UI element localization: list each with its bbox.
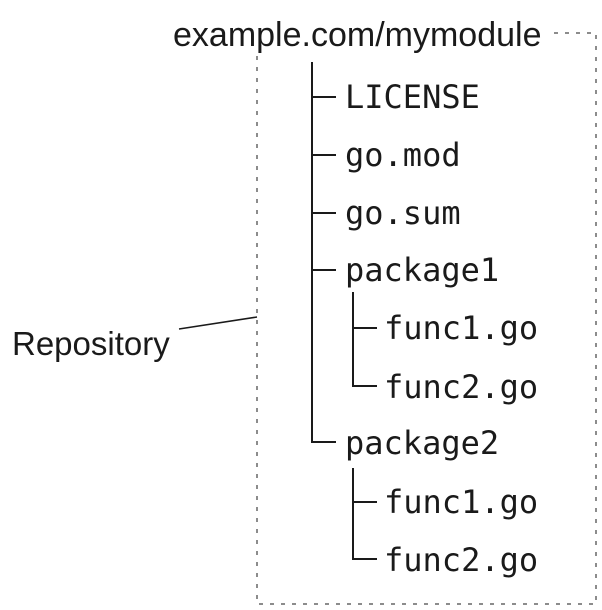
repository-boundary-box — [256, 32, 597, 605]
package1-subtrunk-line — [352, 292, 377, 387]
tree-item-package2: package2 — [345, 424, 500, 462]
tree-item-package1-func2: func2.go — [384, 368, 539, 406]
tree-item-package1-func1: func1.go — [384, 309, 539, 347]
tree-item-package1: package1 — [345, 251, 500, 289]
tree-item-gomod: go.mod — [345, 136, 461, 174]
repository-label: Repository — [12, 325, 170, 362]
tree-item-package2-func1: func1.go — [384, 483, 539, 521]
package2-subtrunk-line — [352, 468, 377, 560]
tree-connectors — [311, 62, 377, 560]
module-path-title: example.com/mymodule — [165, 15, 550, 55]
tree-item-license: LICENSE — [345, 78, 480, 116]
repository-pointer-line — [178, 316, 258, 330]
tree-item-package2-func2: func2.go — [384, 541, 539, 579]
trunk-line — [311, 62, 336, 443]
tree-item-gosum: go.sum — [345, 194, 461, 232]
